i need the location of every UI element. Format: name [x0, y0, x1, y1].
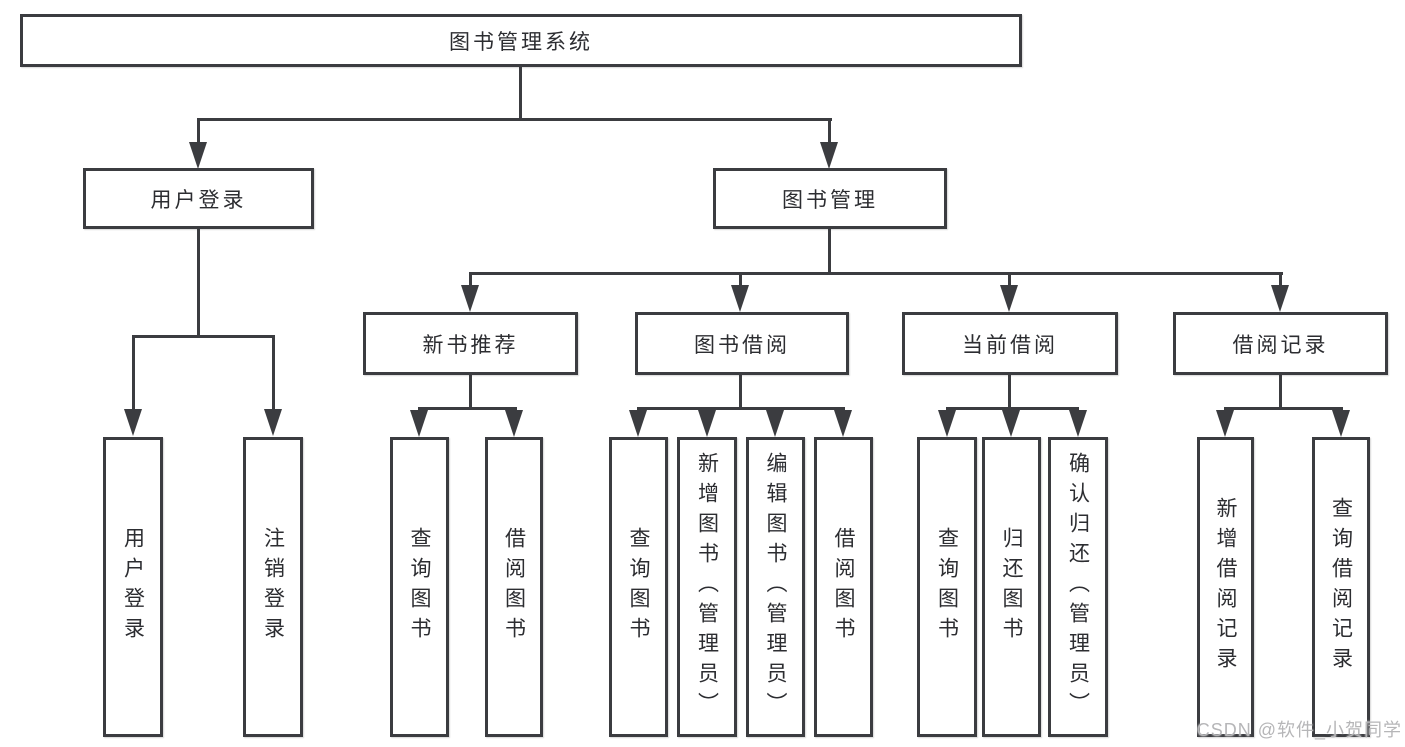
- connector-line: [418, 407, 517, 410]
- connector-line: [132, 335, 275, 338]
- arrow-down-icon: [698, 410, 716, 437]
- arrow-down-icon: [1332, 410, 1350, 437]
- arrow-down-icon: [264, 409, 282, 436]
- connector-line: [739, 375, 742, 410]
- arrow-down-icon: [1002, 410, 1020, 437]
- connector-line: [197, 229, 200, 338]
- node-book-management-label: 图书管理: [782, 188, 878, 212]
- connector-line: [637, 407, 845, 410]
- leaf-borrow-books: 借阅图书: [814, 437, 873, 737]
- arrow-down-icon: [124, 409, 142, 436]
- node-new-book-recommend-label: 新书推荐: [422, 333, 519, 357]
- leaf-recommend-query-books-label: 查询图书: [408, 527, 431, 647]
- arrow-down-icon: [938, 410, 956, 437]
- node-book-borrow: 图书借阅: [635, 312, 849, 375]
- arrow-down-icon: [1216, 410, 1234, 437]
- node-book-management: 图书管理: [713, 168, 947, 229]
- connector-line: [1008, 275, 1011, 287]
- node-current-borrow: 当前借阅: [902, 312, 1118, 375]
- connector-line: [946, 407, 1079, 410]
- leaf-current-query-books-label: 查询图书: [935, 527, 959, 647]
- leaf-return-book-label: 归还图书: [1000, 527, 1023, 647]
- node-borrow-records-label: 借阅记录: [1232, 333, 1329, 357]
- leaf-user-login: 用户登录: [103, 437, 163, 737]
- arrow-down-icon: [1271, 285, 1289, 312]
- leaf-confirm-return-admin-label: 确认归还（管理员）: [1066, 452, 1090, 722]
- arrow-down-icon: [505, 410, 523, 437]
- node-borrow-records: 借阅记录: [1173, 312, 1388, 375]
- arrow-down-icon: [1000, 285, 1018, 312]
- connector-line: [197, 121, 200, 144]
- leaf-edit-book-admin: 编辑图书（管理员）: [746, 437, 805, 737]
- arrow-down-icon: [731, 285, 749, 312]
- leaf-user-login-label: 用户登录: [121, 527, 145, 647]
- connector-line: [1279, 375, 1282, 410]
- leaf-current-query-books: 查询图书: [917, 437, 977, 737]
- connector-line: [828, 121, 831, 144]
- connector-line: [469, 272, 1283, 275]
- leaf-query-borrow-record: 查询借阅记录: [1312, 437, 1370, 737]
- connector-line: [519, 67, 522, 121]
- arrow-down-icon: [820, 142, 838, 169]
- leaf-add-borrow-record-label: 新增借阅记录: [1214, 497, 1237, 677]
- leaf-add-borrow-record: 新增借阅记录: [1197, 437, 1254, 737]
- connector-line: [469, 375, 472, 410]
- connector-line: [739, 275, 742, 287]
- arrow-down-icon: [834, 410, 852, 437]
- node-user-login-label: 用户登录: [150, 188, 247, 212]
- leaf-edit-book-admin-label: 编辑图书（管理员）: [764, 452, 787, 722]
- leaf-recommend-borrow-books-label: 借阅图书: [502, 527, 526, 647]
- leaf-borrow-query-books-label: 查询图书: [627, 527, 650, 647]
- leaf-confirm-return-admin: 确认归还（管理员）: [1048, 437, 1108, 737]
- connector-line: [132, 338, 135, 411]
- node-current-borrow-label: 当前借阅: [962, 333, 1058, 357]
- arrow-down-icon: [410, 410, 428, 437]
- leaf-logout-login-label: 注销登录: [261, 527, 285, 647]
- watermark: CSDN @软件_小贺同学: [1196, 720, 1402, 740]
- connector-line: [197, 118, 832, 121]
- node-user-login: 用户登录: [83, 168, 314, 229]
- leaf-borrow-books-label: 借阅图书: [832, 527, 855, 647]
- arrow-down-icon: [629, 410, 647, 437]
- node-library-system-label: 图书管理系统: [449, 30, 593, 54]
- leaf-recommend-borrow-books: 借阅图书: [485, 437, 543, 737]
- arrow-down-icon: [766, 410, 784, 437]
- connector-line: [1008, 375, 1011, 410]
- connector-line: [1224, 407, 1343, 410]
- arrow-down-icon: [1069, 410, 1087, 437]
- leaf-recommend-query-books: 查询图书: [390, 437, 449, 737]
- connector-line: [272, 338, 275, 411]
- leaf-add-book-admin: 新增图书（管理员）: [677, 437, 737, 737]
- connector-line: [828, 229, 831, 275]
- node-library-system: 图书管理系统: [20, 14, 1022, 67]
- leaf-logout-login: 注销登录: [243, 437, 303, 737]
- node-new-book-recommend: 新书推荐: [363, 312, 578, 375]
- arrow-down-icon: [189, 142, 207, 169]
- connector-line: [1279, 275, 1282, 287]
- leaf-borrow-query-books: 查询图书: [609, 437, 668, 737]
- leaf-return-book: 归还图书: [982, 437, 1041, 737]
- node-book-borrow-label: 图书借阅: [694, 333, 790, 357]
- leaf-query-borrow-record-label: 查询借阅记录: [1329, 497, 1353, 677]
- connector-line: [469, 275, 472, 287]
- arrow-down-icon: [461, 285, 479, 312]
- leaf-add-book-admin-label: 新增图书（管理员）: [695, 452, 719, 722]
